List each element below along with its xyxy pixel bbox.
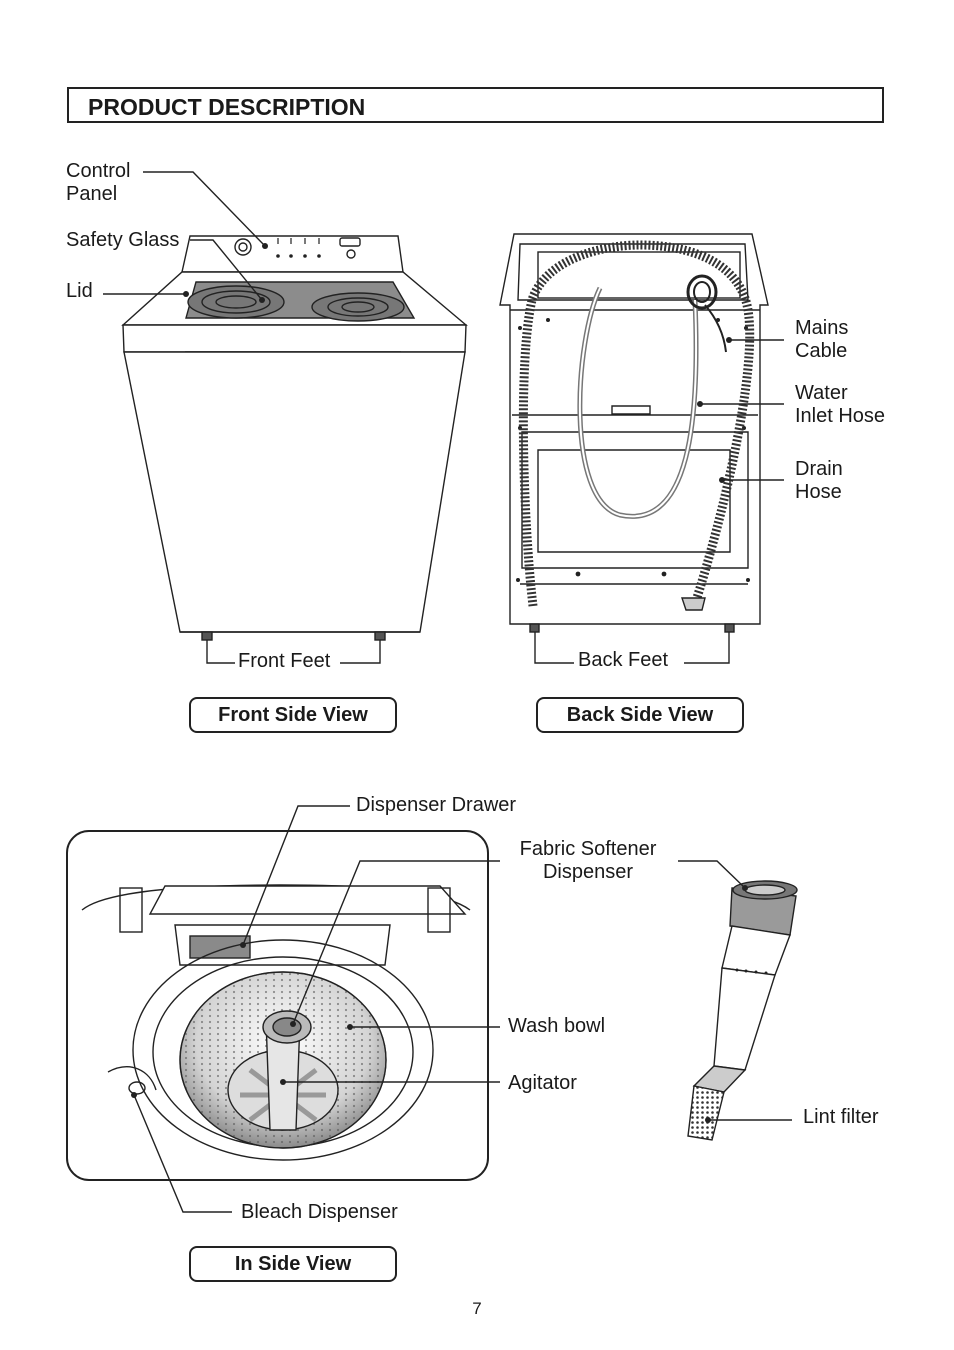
inside-view-drawing: [66, 805, 500, 1213]
softener-lint-drawing: [678, 860, 798, 1141]
label-dispenser-drawer: Dispenser Drawer: [356, 794, 517, 816]
label-back-feet: Back Feet: [578, 649, 669, 671]
label-lid: Lid: [66, 280, 93, 302]
label-agitator: Agitator: [508, 1072, 577, 1094]
label-water-inlet-hose: Water Inlet Hose: [795, 382, 886, 427]
label-drain-hose: Drain Hose: [795, 458, 843, 503]
page-title: PRODUCT DESCRIPTION: [88, 94, 366, 120]
label-wash-bowl: Wash bowl: [508, 1015, 606, 1037]
label-fabric-softener-dispenser: Fabric Softener Dispenser: [519, 838, 657, 883]
front-view-drawing: [103, 171, 468, 664]
label-front-feet: Front Feet: [238, 650, 331, 672]
control-knob: [234, 238, 252, 256]
label-mains-cable: Mains Cable: [795, 317, 849, 362]
dispenser-drawer-shape: [189, 935, 251, 959]
label-safety-glass: Safety Glass: [66, 229, 180, 251]
in-side-view-caption: In Side View: [189, 1246, 397, 1282]
section-header: PRODUCT DESCRIPTION: [67, 87, 884, 123]
label-bleach-dispenser: Bleach Dispenser: [241, 1201, 398, 1223]
back-side-view-caption: Back Side View: [536, 697, 744, 733]
back-view-drawing: [499, 233, 784, 664]
label-lint-filter: Lint filter: [803, 1106, 879, 1128]
front-side-view-caption: Front Side View: [189, 697, 397, 733]
page-number: 7: [472, 1299, 482, 1318]
label-control-panel: Control Panel: [66, 160, 131, 205]
